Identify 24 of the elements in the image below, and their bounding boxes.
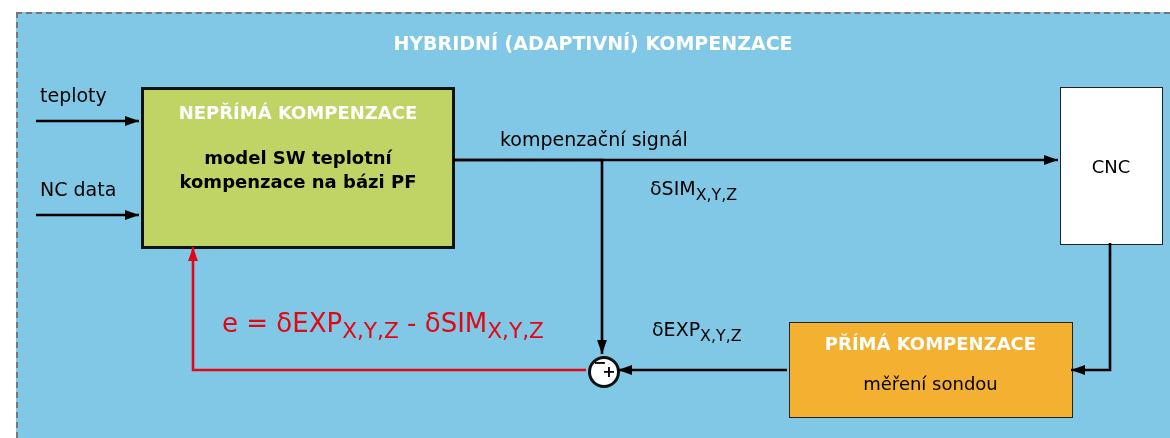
process-box bbox=[789, 322, 1073, 418]
arrow bbox=[453, 158, 607, 354]
process-box bbox=[1060, 87, 1163, 245]
box-heading: PŘÍMÁ KOMPENZACE bbox=[823, 333, 1038, 355]
edge-label: δEXP$_{X,Y,Z}$ bbox=[652, 318, 742, 345]
edge-label: δSIM$_{X,Y,Z}$ bbox=[650, 177, 738, 204]
arrow bbox=[188, 247, 586, 372]
edge-label: e = δEXP$_{X,Y,Z}$ - δSIM$_{X,Y,Z}$ bbox=[222, 308, 544, 344]
box-heading: NEPŘÍMÁ KOMPENZACE bbox=[177, 102, 419, 124]
arrow bbox=[36, 210, 139, 220]
arrow bbox=[1071, 243, 1112, 375]
panel-heading: HYBRIDNÍ (ADAPTIVNÍ) KOMPENZACE bbox=[392, 32, 794, 55]
box-text: CNC bbox=[1090, 156, 1132, 178]
arrow bbox=[618, 365, 787, 375]
diagram-panel bbox=[16, 12, 1170, 438]
edge-label: teploty bbox=[40, 84, 107, 106]
arrow bbox=[36, 116, 139, 126]
edge-label: NC data bbox=[40, 178, 117, 200]
minus-sign: − bbox=[593, 353, 605, 372]
edge-label: kompenzační signál bbox=[500, 128, 688, 150]
summing-junction bbox=[588, 356, 620, 388]
box-text: model SW teplotní kompenzace na bázi PF bbox=[178, 146, 418, 195]
process-box bbox=[141, 87, 455, 249]
box-text: měření sondou bbox=[862, 373, 999, 395]
